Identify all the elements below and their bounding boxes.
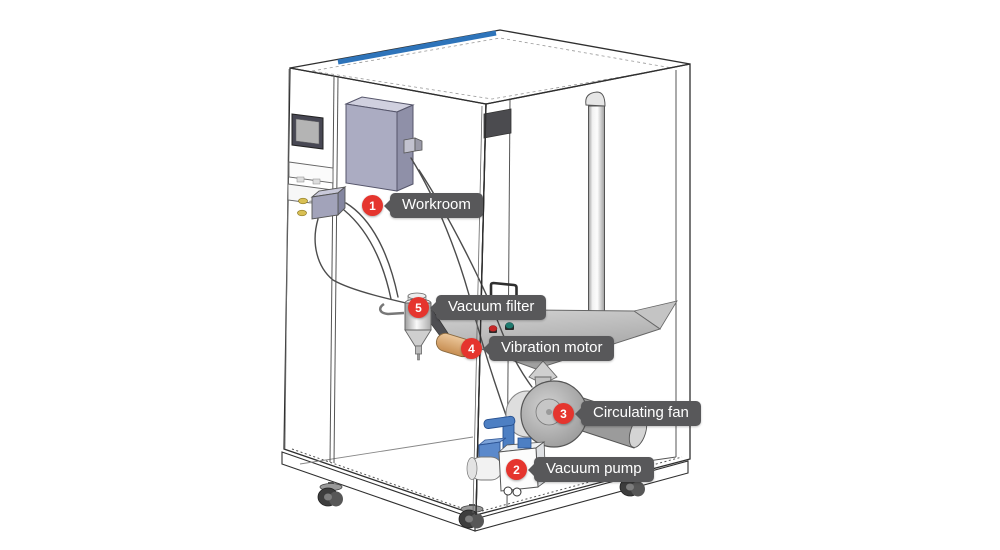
junction-box xyxy=(310,186,347,220)
circulating-fan xyxy=(505,360,648,449)
indicator-lights xyxy=(488,322,514,333)
door-handle xyxy=(489,281,518,310)
exhaust-pipe xyxy=(585,91,606,345)
vacuum-pump xyxy=(466,415,547,497)
panel-upper xyxy=(288,161,334,184)
control-column xyxy=(284,68,347,464)
red-indicator-light xyxy=(488,325,498,332)
caster-wheel xyxy=(317,482,343,507)
top-blue-trim xyxy=(337,30,497,65)
valve-handle xyxy=(483,415,516,429)
vacuum-filter xyxy=(379,292,432,361)
workroom-chamber xyxy=(344,96,423,192)
pump-body xyxy=(498,447,539,492)
caster-wheel xyxy=(458,504,484,529)
caster-wheel xyxy=(619,472,645,497)
cables xyxy=(314,157,533,422)
hopper-tray xyxy=(428,300,678,370)
green-indicator-light xyxy=(505,322,514,329)
door-latch xyxy=(403,137,423,154)
vent-grille xyxy=(483,108,512,139)
